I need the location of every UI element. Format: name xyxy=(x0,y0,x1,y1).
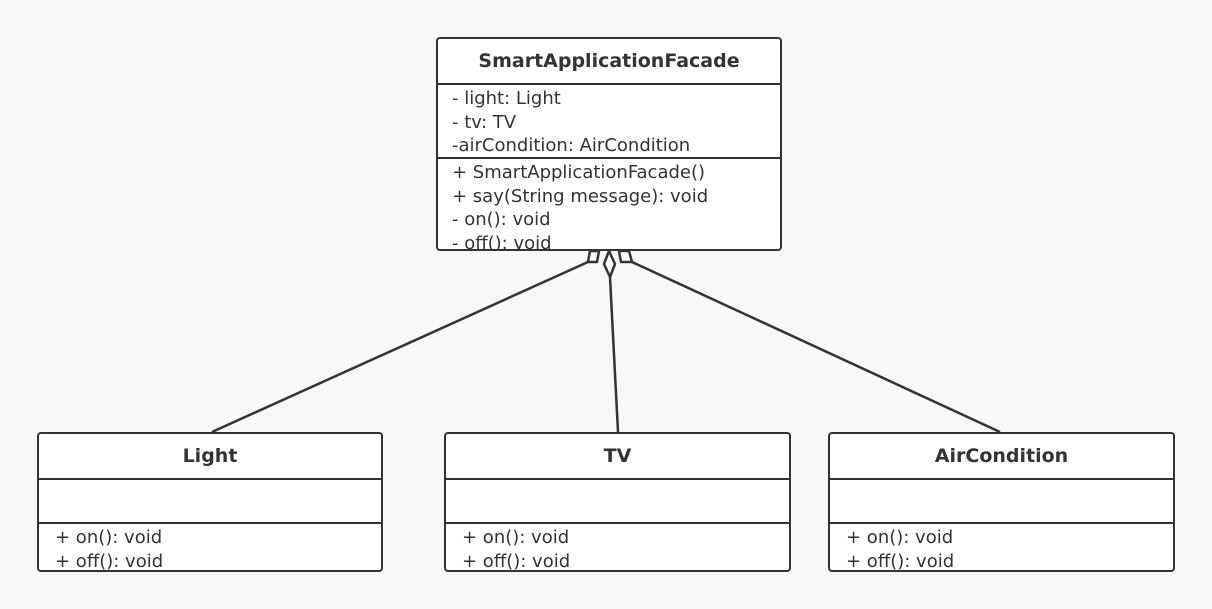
operations-compartment: + on(): void + off(): void xyxy=(830,524,1173,572)
operation: + SmartApplicationFacade() xyxy=(452,162,706,183)
aggregation-light[interactable] xyxy=(211,249,601,434)
aggregation-line-light xyxy=(211,260,589,434)
attributes-compartment xyxy=(830,480,1173,524)
aggregation-tv[interactable] xyxy=(602,249,620,433)
operation: + off(): void xyxy=(462,550,571,572)
operations-compartment: + on(): void + off(): void xyxy=(39,524,381,572)
class-name: TV xyxy=(446,434,789,480)
class-smartapplicationfacade[interactable]: SmartApplicationFacade - light: Light - … xyxy=(436,37,782,251)
attribute: -airCondition: AirCondition xyxy=(452,135,691,156)
aggregation-line-aircondition xyxy=(631,260,1001,434)
class-name: SmartApplicationFacade xyxy=(438,39,780,85)
operation: + on(): void xyxy=(846,527,954,548)
class-name: AirCondition xyxy=(830,434,1173,480)
operation: + say(String message): void xyxy=(452,185,709,207)
operation: - off(): void xyxy=(452,232,552,251)
class-aircondition[interactable]: AirCondition + on(): void + off(): void xyxy=(828,432,1175,572)
attribute: - light: Light xyxy=(452,88,561,109)
aggregation-line-tv xyxy=(608,276,620,433)
attribute: - tv: TV xyxy=(452,111,517,133)
operation: + off(): void xyxy=(846,550,955,572)
aggregation-diamond-tv xyxy=(602,249,617,279)
operation: + on(): void xyxy=(462,527,570,548)
operation: + on(): void xyxy=(55,527,163,548)
operation: - on(): void xyxy=(452,209,551,230)
attributes-compartment xyxy=(446,480,789,524)
class-tv[interactable]: TV + on(): void + off(): void xyxy=(444,432,791,572)
class-light[interactable]: Light + on(): void + off(): void xyxy=(37,432,383,572)
aggregation-aircondition[interactable] xyxy=(617,249,1001,434)
operations-compartment: + SmartApplicationFacade() + say(String … xyxy=(438,159,780,251)
class-name: Light xyxy=(39,434,381,480)
operation: + off(): void xyxy=(55,550,164,572)
aggregation-diamond-aircondition xyxy=(617,249,634,264)
aggregation-diamond-light xyxy=(586,249,601,264)
attributes-compartment: - light: Light - tv: TV -airCondition: A… xyxy=(438,85,780,159)
attributes-compartment xyxy=(39,480,381,524)
operations-compartment: + on(): void + off(): void xyxy=(446,524,789,572)
